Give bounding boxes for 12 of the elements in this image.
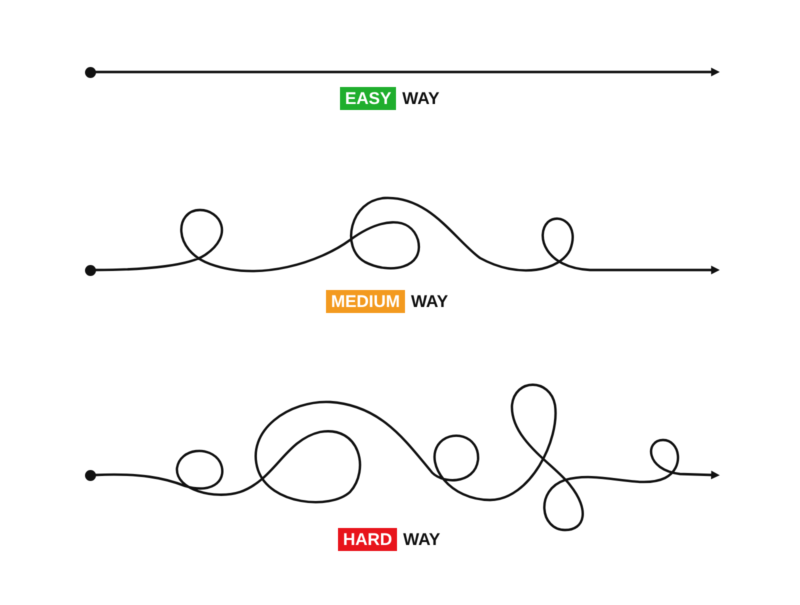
start-dot <box>84 66 96 78</box>
difficulty-label: HARD <box>338 528 398 551</box>
start-dot <box>84 470 96 480</box>
start-dot <box>84 264 96 276</box>
difficulty-label: MEDIUM <box>326 290 405 313</box>
way-label: WAY <box>410 292 448 311</box>
way-label: WAY <box>403 530 440 549</box>
difficulty-label: EASY <box>340 87 396 110</box>
winding-arrow <box>96 196 720 274</box>
winding-arrow <box>95 385 720 532</box>
way-label: WAY <box>402 89 440 108</box>
winding-arrow <box>96 68 720 76</box>
